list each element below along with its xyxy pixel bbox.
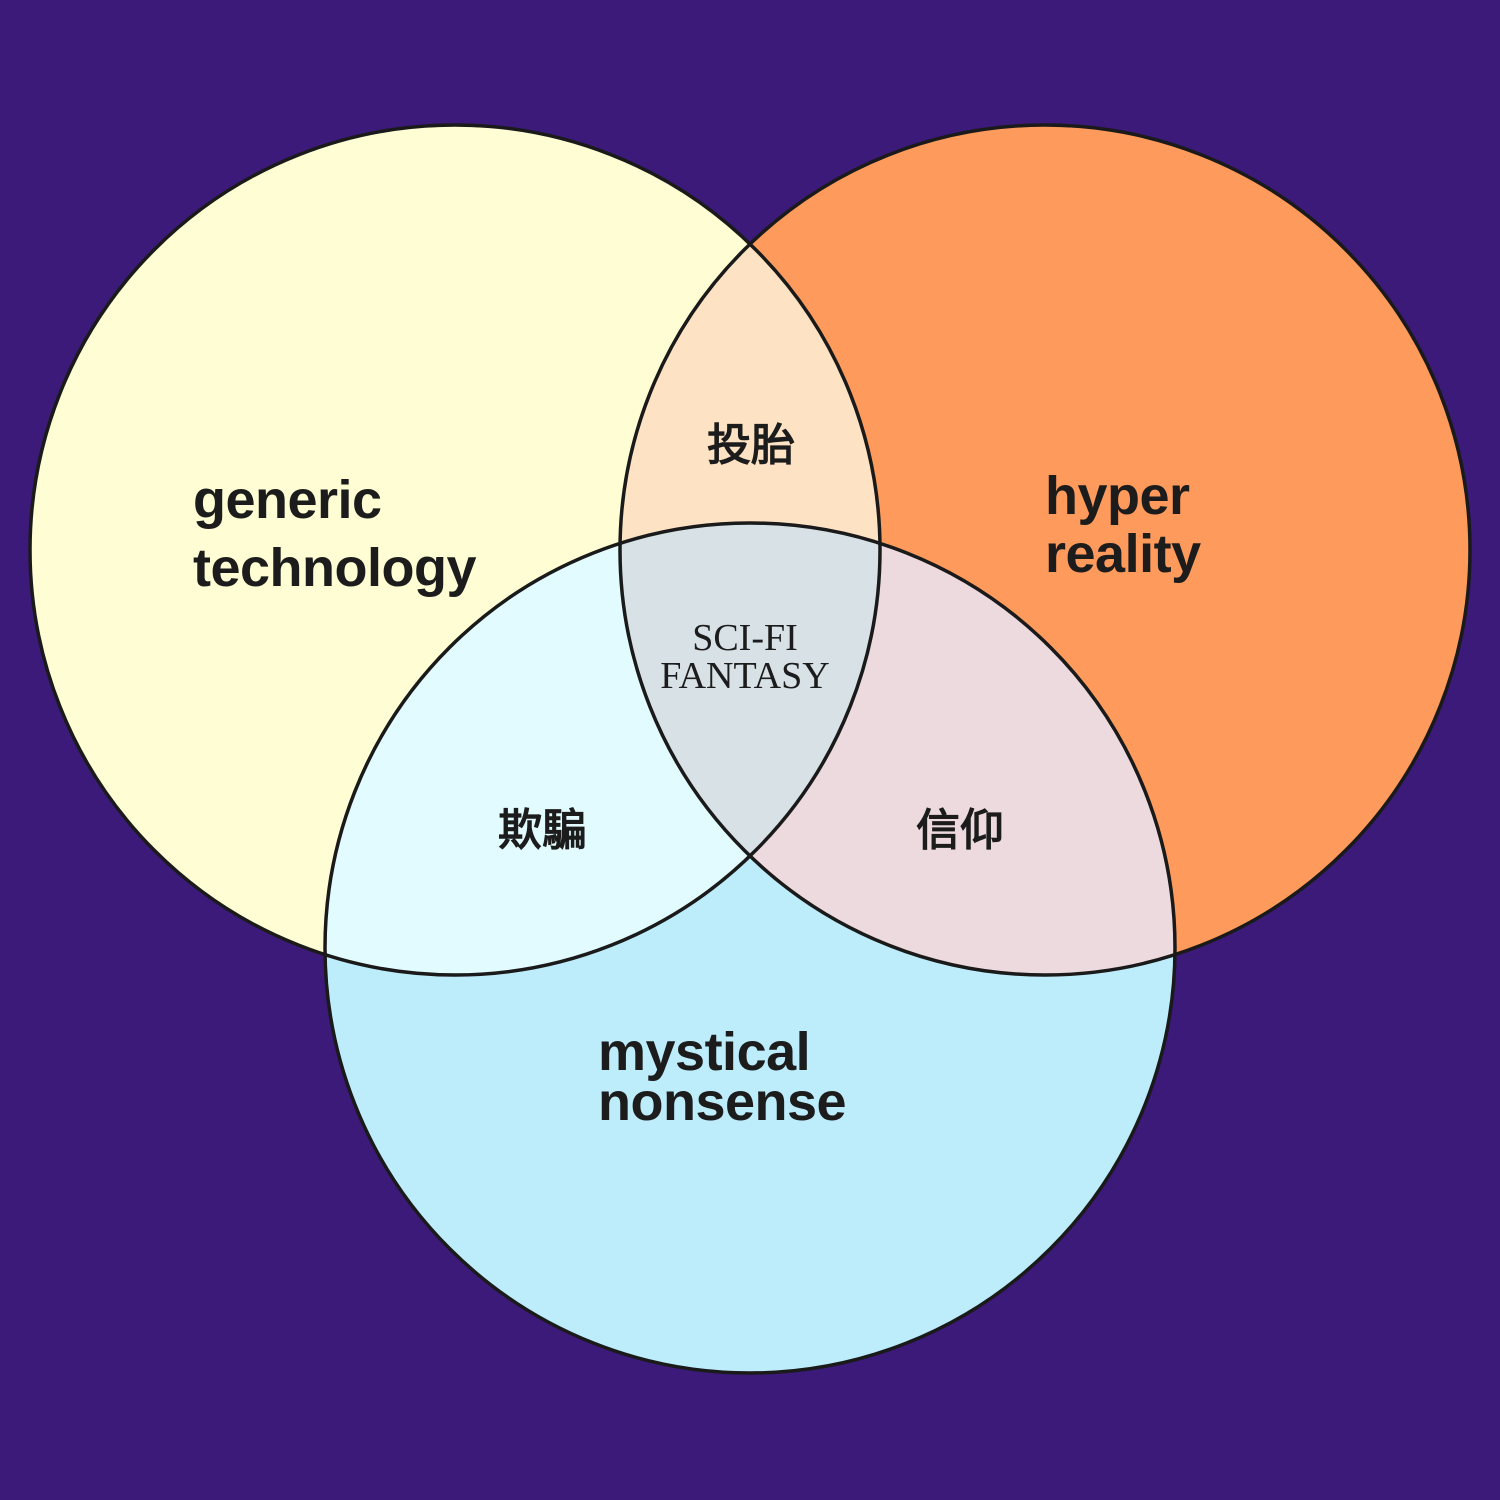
hyper-reality-label-line1: hyper bbox=[1045, 466, 1190, 526]
circle-outlines bbox=[28, 123, 1472, 1375]
mystical-nonsense-label-line2: nonsense bbox=[598, 1072, 846, 1132]
center-label-line2: FANTASY bbox=[660, 655, 829, 697]
mystical-nonsense-outline bbox=[323, 521, 1177, 1375]
center-label-line1: SCI-FI bbox=[692, 617, 798, 659]
mystical-nonsense-label-line1: mystical bbox=[598, 1022, 810, 1082]
reality-mystical-overlap-label: 信仰 bbox=[916, 805, 1004, 856]
technology-reality-overlap-label: 投胎 bbox=[707, 420, 795, 471]
generic-technology-label-line1: generic bbox=[193, 470, 382, 530]
hyper-reality-label-line2: reality bbox=[1045, 524, 1201, 584]
technology-mystical-overlap-label: 欺騙 bbox=[498, 805, 586, 856]
generic-technology-label-line2: technology bbox=[193, 538, 476, 598]
hyper-reality-outline bbox=[618, 123, 1472, 977]
generic-technology-outline bbox=[28, 123, 882, 977]
